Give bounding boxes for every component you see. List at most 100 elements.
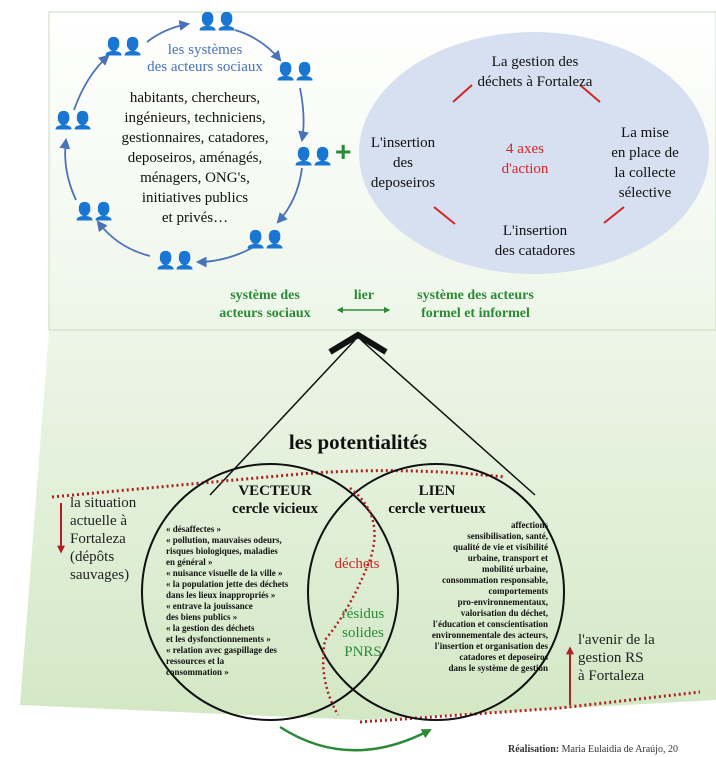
lien-list: affections sensibilisation, santé, quali… [378, 520, 548, 674]
top-frame [48, 11, 716, 331]
people-icon: 👤👤 [245, 230, 285, 249]
ellipse-top-line: La gestion des [491, 54, 579, 70]
actors-list-line: ingénieurs, techniciens, [124, 110, 266, 126]
lien-line: pro-environnementaux, [457, 596, 548, 607]
potentials-title: les potentialités [288, 430, 428, 454]
red-dotted-line-2 [359, 690, 701, 724]
ellipse-center-text: 4 axes d'action [480, 139, 570, 179]
ellipse-right-line: La mise [621, 125, 669, 141]
actors-list-line: et privés… [161, 210, 229, 226]
current-situation-line: Fortaleza [70, 531, 126, 547]
vecteur-title: VECTEUR [238, 483, 312, 499]
link-right-line: système des acteurs [417, 288, 534, 303]
ellipse-center-line: 4 axes [506, 141, 544, 157]
cycle-arrows [59, 20, 309, 268]
link-right-text: système des acteurs formel et informel [388, 287, 563, 323]
ellipse-left-line: deposeiros [370, 175, 436, 191]
overlap-solid-waste-line: solides [342, 625, 384, 641]
action-axes-ellipse [359, 32, 709, 274]
vecteur-line: des biens publics » [166, 611, 238, 622]
lien-line: l'éducation et conscientisation [433, 618, 548, 629]
ellipse-left-text: L'insertion des deposeiros [362, 133, 444, 193]
link-left-line: système des [230, 288, 300, 303]
vecteur-line: dans les lieux inappropriés » [166, 589, 276, 600]
ellipse-right-text: La mise en place de la collecte sélectiv… [595, 123, 695, 203]
virtuous-circle [307, 463, 565, 721]
actors-title-line: des acteurs sociaux [147, 59, 263, 76]
vecteur-line: « pollution, mauvaises odeurs, [166, 534, 282, 545]
plus-sign: + [335, 136, 352, 167]
people-icon: 👤👤 [293, 147, 333, 166]
lien-line: catadores et deposeiros [459, 651, 548, 662]
ellipse-left-line: des [393, 155, 413, 171]
current-situation-line: sauvages) [70, 567, 130, 583]
lien-line: sensibilisation, santé, [467, 530, 548, 541]
link-left-line: acteurs sociaux [219, 306, 311, 321]
ellipse-center-line: d'action [501, 161, 549, 177]
actors-list-line: initiatives publics [141, 190, 249, 206]
overlap-solid-waste-line: résidus [341, 606, 385, 622]
vecteur-line: « désaffectes » [166, 524, 221, 534]
vecteur-line: « la population jette des déchets [166, 578, 289, 589]
lien-line: l'insertion et organisation des [434, 640, 548, 651]
people-icon: 👤👤 [197, 12, 237, 31]
link-verb: lier [353, 288, 375, 303]
lien-line: urbaine, transport et [467, 552, 548, 563]
ellipse-top-line: déchets à Fortaleza [477, 74, 593, 90]
actors-list-line: deposeiros, aménagés, [127, 150, 263, 166]
vecteur-line: « nuisance visuelle de la ville » [166, 567, 283, 578]
link-right-line: formel et informel [421, 306, 530, 321]
vecteur-heading: VECTEUR cercle vicieux [210, 482, 340, 518]
actors-list-line: gestionnaires, catadores, [121, 130, 269, 146]
vecteur-line: « relation avec gaspillage des [166, 644, 277, 655]
people-icon: 👤👤 [155, 251, 195, 270]
current-situation-line: la situation [70, 495, 137, 511]
vecteur-line: « la gestion des déchets [166, 622, 255, 633]
vecteur-subtitle: cercle vicieux [232, 501, 318, 517]
overlap-divider [321, 487, 376, 716]
lien-line: consommation responsable, [442, 574, 548, 585]
actors-title: les systèmes des acteurs sociaux [130, 42, 280, 77]
red-dotted-line [51, 469, 506, 499]
ellipse-left-line: L'insertion [370, 135, 436, 151]
people-icon: 👤👤 [103, 37, 143, 56]
vecteur-line: en général » [166, 556, 213, 567]
actors-list-line: habitants, chercheurs, [129, 90, 261, 106]
people-icon: 👤👤 [53, 111, 93, 130]
vecteur-line: risques biologiques, maladies [166, 545, 278, 556]
ellipse-right-line: sélective [618, 185, 672, 201]
overlap-solid-waste: résidus solides PNRS [328, 605, 398, 662]
vicious-circle [141, 463, 399, 721]
ellipse-bottom-text: L'insertion des catadores [470, 221, 600, 261]
future-management-line: l'avenir de la [578, 632, 655, 648]
vecteur-line: « entrave la jouissance [166, 600, 253, 611]
actors-list-line: ménagers, ONG's, [140, 170, 250, 186]
lien-line: mobilité urbaine, [481, 563, 548, 574]
ellipse-top-text: La gestion des déchets à Fortaleza [450, 52, 620, 92]
current-situation-line: (dépôts [70, 549, 115, 565]
link-left-text: système des acteurs sociaux [195, 287, 335, 323]
future-management-line: à Fortaleza [578, 668, 645, 684]
current-situation-text: la situation actuelle à Fortaleza (dépôt… [70, 494, 160, 584]
ellipse-bottom-line: des catadores [494, 243, 576, 259]
lien-line: environnementale des acteurs, [431, 629, 548, 640]
vecteur-line: ressources et la [166, 655, 225, 666]
vecteur-line: consommation » [166, 666, 229, 677]
lien-line: dans le système de gestion [448, 662, 549, 673]
overlap-waste-label: déchets [334, 556, 380, 572]
credit-name: Maria Eulaidia de Araújo, 20 [561, 744, 678, 755]
actors-list: habitants, chercheurs, ingénieurs, techn… [95, 88, 295, 228]
people-icon: 👤👤 [74, 202, 114, 221]
lien-line: comportements [488, 585, 548, 596]
ellipse-red-dashes [433, 84, 625, 225]
current-situation-line: actuelle à [70, 513, 128, 529]
people-icon: 👤👤 [275, 62, 315, 81]
future-management-line: gestion RS [578, 650, 644, 666]
ellipse-bottom-line: L'insertion [502, 223, 568, 239]
overlap-solid-waste-line: PNRS [344, 644, 382, 660]
credit-line: Réalisation: Maria Eulaidia de Araújo, 2… [508, 744, 716, 755]
lien-line: valorisation du déchet, [460, 607, 548, 618]
vecteur-line: et les dysfonctionnements » [166, 633, 271, 644]
credit-label: Réalisation: [508, 744, 560, 755]
